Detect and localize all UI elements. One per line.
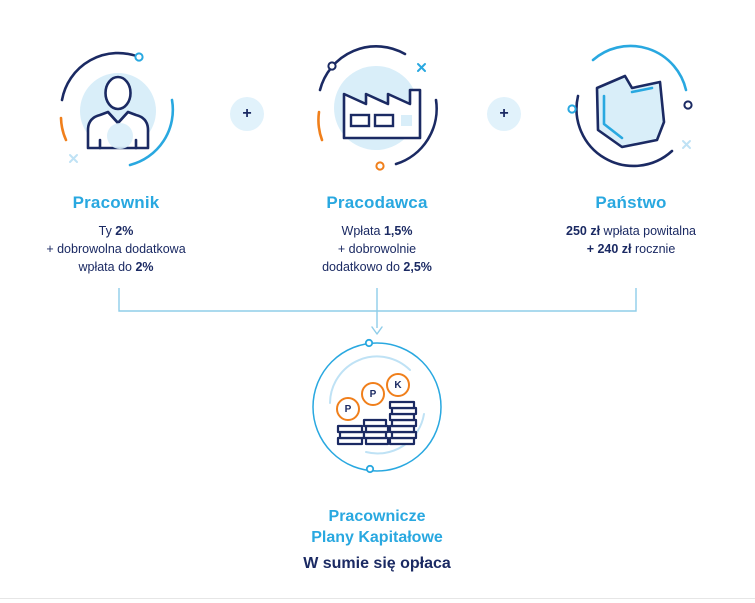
desc-line: Ty 2%: [98, 224, 134, 238]
coin-letter: P: [369, 388, 377, 400]
ppk-coins-icon: [312, 338, 442, 474]
ppk-title-line2: Plany Kapitałowe: [311, 529, 443, 546]
desc-line: + 240 zł rocznie: [586, 242, 676, 256]
plus-operator-2: +: [487, 97, 521, 131]
desc-line: 250 zł wpłata powitalna: [566, 224, 696, 238]
desc-line: wpłata do 2%: [78, 260, 154, 274]
coin-k: K: [386, 373, 410, 397]
column-desc-panstwo: 250 zł wpłata powitalna + 240 zł rocznie: [521, 222, 741, 258]
coin-p1: P: [336, 397, 360, 421]
desc-line: dodatkowo do 2,5%: [322, 260, 432, 274]
ppk-title-line1: Pracownicze: [328, 508, 426, 525]
ppk-title: Pracownicze Plany Kapitałowe: [227, 506, 527, 548]
column-desc-pracodawca: Wpłata 1,5% + dobrowolnie dodatkowo do 2…: [267, 222, 487, 276]
desc-line: + dobrowolnie: [337, 242, 417, 256]
bottom-divider: [0, 598, 755, 599]
coin-letter: P: [344, 403, 352, 415]
coin-letter: K: [394, 379, 402, 391]
column-title-panstwo: Państwo: [595, 193, 667, 212]
column-desc-pracownik: Ty 2% + dobrowolna dodatkowa wpłata do 2…: [6, 222, 226, 276]
connector-lines: [118, 288, 637, 335]
factory-icon: [317, 45, 438, 171]
map-icon: [567, 44, 693, 168]
desc-line: + dobrowolna dodatkowa: [46, 242, 186, 256]
person-icon: [59, 51, 175, 167]
coin-p2: P: [361, 382, 385, 406]
plus-operator-1: +: [230, 97, 264, 131]
column-title-pracodawca: Pracodawca: [326, 193, 428, 212]
desc-line: Wpłata 1,5%: [341, 224, 413, 238]
tagline: W sumie się opłaca: [303, 555, 451, 572]
column-title-pracownik: Pracownik: [72, 193, 160, 212]
